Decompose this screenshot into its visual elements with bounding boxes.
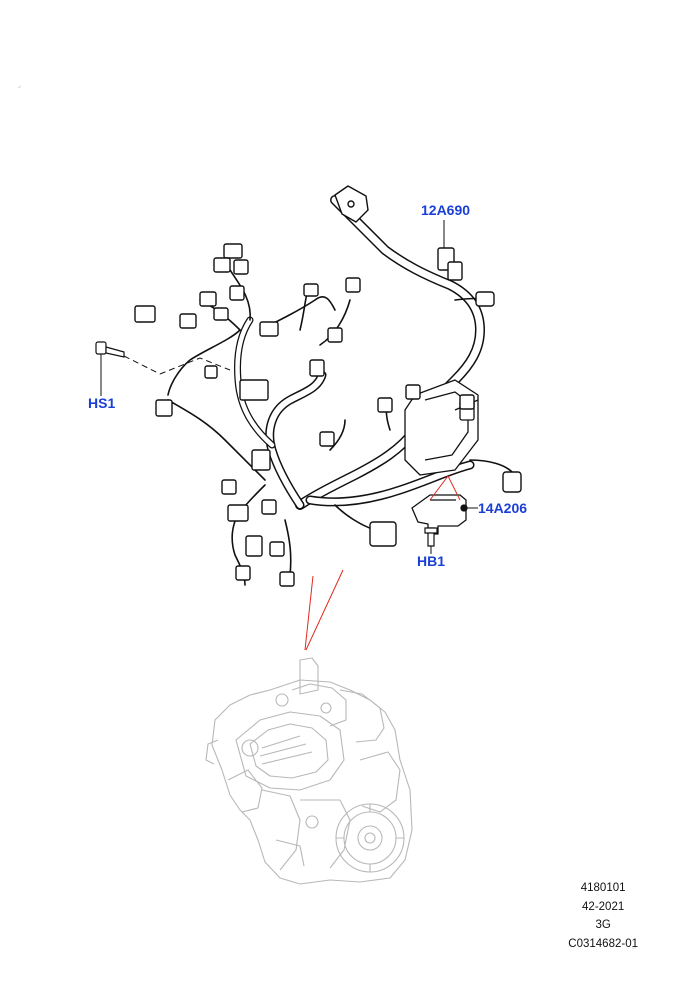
callout-label-12a690: 12A690 <box>421 202 471 218</box>
bolt-hb1 <box>424 527 438 547</box>
leader-lines <box>304 475 461 651</box>
engine-assembly <box>205 657 413 885</box>
callout-label-14a206: 14A206 <box>478 500 528 516</box>
reference-line-2: 42-2021 <box>582 900 625 913</box>
reference-line-3: 3G <box>595 919 611 931</box>
harness-connectors <box>134 185 522 587</box>
callout-label-hs1: HS1 <box>88 395 116 411</box>
screw-hs1 <box>95 341 231 390</box>
bracket <box>411 494 468 535</box>
scan-marks <box>17 85 636 949</box>
reference-line-1: 4180101 <box>580 882 626 894</box>
callout-label-hb1: HB1 <box>417 553 446 569</box>
reference-block: 4180101 42-2021 3G C0314682-01 <box>568 879 638 953</box>
callout-leaders <box>100 220 478 554</box>
reference-line-4: C0314682-01 <box>568 937 638 950</box>
